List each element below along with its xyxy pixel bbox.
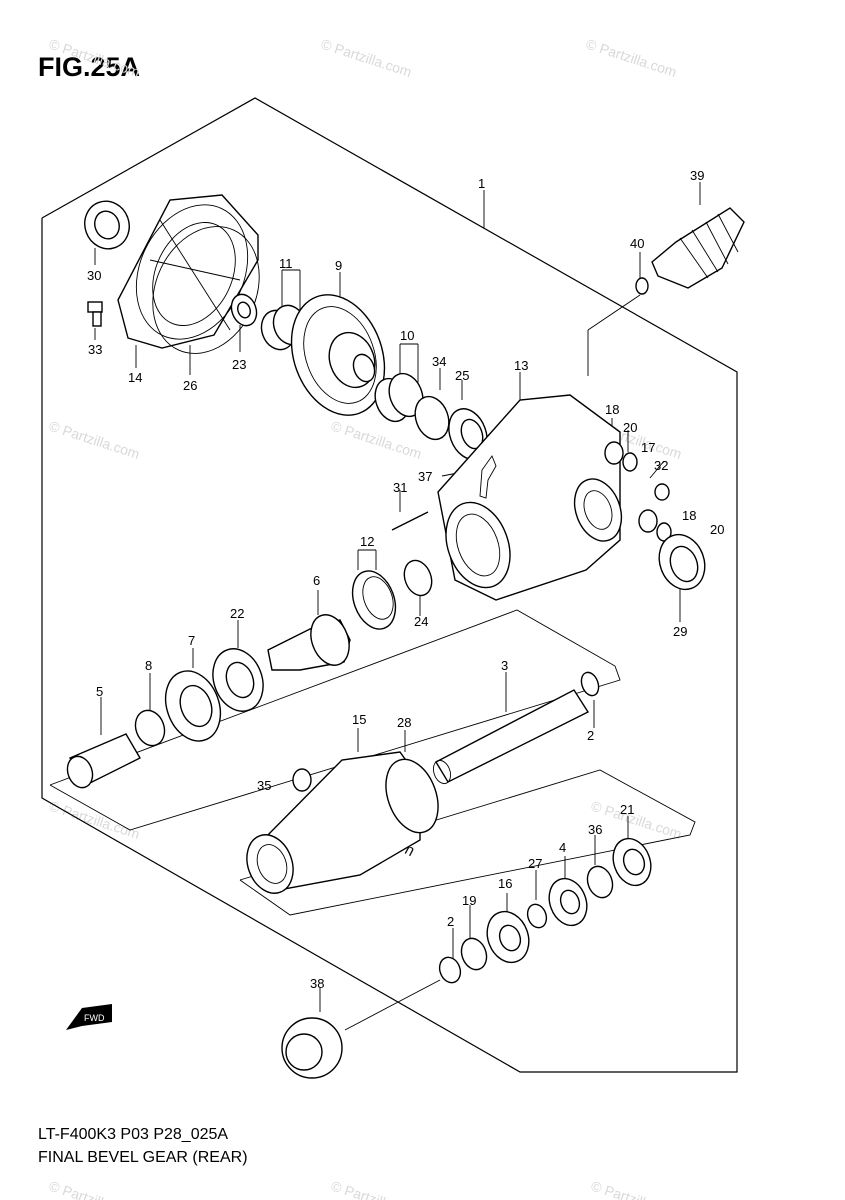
callout: 2 — [587, 728, 594, 743]
part-7-bearing — [164, 670, 222, 742]
callout: 36 — [588, 822, 602, 837]
callout: 40 — [630, 236, 644, 251]
part-19-washer — [460, 937, 488, 971]
part-30-oil-seal — [84, 200, 130, 250]
callout: 10 — [400, 328, 414, 343]
callout: 30 — [87, 268, 101, 283]
callout: 14 — [128, 370, 142, 385]
callout: 6 — [313, 573, 320, 588]
watermark: © Partzilla.com — [584, 36, 679, 80]
part-27-ring — [526, 903, 548, 929]
part-10-shims — [374, 372, 424, 423]
part-33-bolt — [87, 301, 103, 327]
part-5-sleeve — [66, 733, 141, 789]
callout: 13 — [514, 358, 528, 373]
part-37-breather — [479, 455, 497, 499]
callout: 29 — [673, 624, 687, 639]
callout: 16 — [498, 876, 512, 891]
callout: 17 — [641, 440, 655, 455]
part-12-ring — [351, 570, 397, 630]
callout: 1 — [478, 176, 485, 191]
part-32-nut — [654, 483, 670, 501]
callout: 20 — [710, 522, 724, 537]
callout: 32 — [654, 458, 668, 473]
part-3-shaft — [432, 689, 590, 785]
callout: 26 — [183, 378, 197, 393]
callout: 18 — [605, 402, 619, 417]
callout: 24 — [414, 614, 428, 629]
watermark: © Partzilla.com — [589, 798, 684, 842]
callout: 25 — [455, 368, 469, 383]
part-21-oil-seal — [612, 837, 652, 887]
part-16-gear — [486, 910, 530, 964]
part-2-circlip — [438, 671, 600, 984]
callout: 33 — [88, 342, 102, 357]
watermark: © Partzilla.com — [329, 1178, 424, 1200]
callout: 20 — [623, 420, 637, 435]
watermark: © Partzilla.com — [47, 418, 142, 462]
part-38-boot — [281, 1017, 343, 1079]
shaft-group-outline — [49, 609, 621, 831]
part-35-nut — [292, 768, 312, 792]
part-23-bearing — [230, 293, 258, 327]
callout: 15 — [352, 712, 366, 727]
callout: 18 — [682, 508, 696, 523]
part-34-ring — [414, 395, 450, 441]
callout: 3 — [501, 658, 508, 673]
callout: 8 — [145, 658, 152, 673]
callout: 39 — [690, 168, 704, 183]
callout: 35 — [257, 778, 271, 793]
watermark: © Partzilla.com — [319, 36, 414, 80]
watermark: © Partzilla.com — [47, 36, 142, 80]
figure-code: LT-F400K3 P03 P28_025A — [38, 1126, 229, 1143]
figure-title: FIG.25A — [38, 52, 141, 82]
callout: 22 — [230, 606, 244, 621]
callout-labels: 1 2 2 3 4 5 6 7 8 9 10 11 12 13 14 15 16… — [87, 168, 724, 991]
callout: 19 — [462, 893, 476, 908]
callout: 23 — [232, 357, 246, 372]
housing-group-outline — [239, 769, 696, 916]
callout: 21 — [620, 802, 634, 817]
part-29-oil-seal — [658, 533, 706, 591]
part-39-boot — [651, 207, 745, 289]
assembly-outline — [41, 97, 738, 1073]
callout: 5 — [96, 684, 103, 699]
callout: 4 — [559, 840, 566, 855]
front-direction-marker: FWD — [66, 1004, 112, 1030]
callout: 38 — [310, 976, 324, 991]
callout: 2 — [447, 914, 454, 929]
part-8-spacer — [134, 709, 166, 747]
callout: 9 — [335, 258, 342, 273]
part-18-washer — [604, 441, 658, 533]
callout: 34 — [432, 354, 446, 369]
part-6-pinion — [267, 614, 351, 671]
watermark: © Partzilla.com — [47, 798, 142, 842]
part-31-stud — [391, 511, 429, 531]
callout: 37 — [418, 469, 432, 484]
front-marker-label: FWD — [84, 1013, 105, 1023]
part-4-bearing — [548, 877, 588, 927]
part-22-bearing — [212, 648, 264, 712]
part-9-bevel-gear — [290, 294, 386, 416]
part-13-gear-case — [437, 394, 623, 601]
watermark: © Partzilla.com — [589, 1178, 684, 1200]
callout: 7 — [188, 633, 195, 648]
part-36-circlip — [586, 865, 614, 899]
part-28-o-ring — [385, 758, 439, 834]
callout: 12 — [360, 534, 374, 549]
figure-name: FINAL BEVEL GEAR (REAR) — [38, 1149, 248, 1166]
part-24-needle-bearing — [403, 559, 433, 597]
callout: 27 — [528, 856, 542, 871]
callout: 28 — [397, 715, 411, 730]
part-40-clamp — [635, 277, 649, 295]
part-14-case-cover — [117, 194, 259, 349]
part-20-washer — [622, 452, 672, 542]
watermark: © Partzilla.com — [47, 1178, 142, 1200]
callout: 11 — [279, 256, 293, 271]
callout: 31 — [393, 480, 407, 495]
watermark: © Partzilla.com — [329, 418, 424, 462]
